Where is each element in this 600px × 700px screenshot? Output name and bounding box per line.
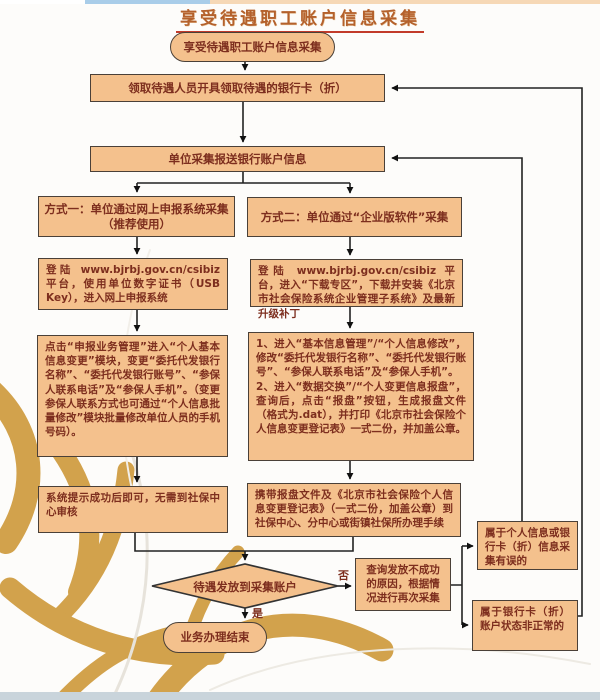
no-review-text: 系统提示成功后即可，无需到社保中心审核 [46, 492, 220, 519]
error-info-text: 属于个人信息或银行卡（折）信息采集有误的 [485, 527, 570, 568]
payment-success-decision: 待遇发放到采集账户 [193, 580, 297, 594]
unit-report-step: 单位采集报送银行账户信息 [90, 146, 385, 172]
error-card-status-text: 属于银行卡（折）账户状态非正常的 [480, 606, 570, 633]
flow-connectors [133, 62, 583, 629]
collect-bankcard-label: 领取待遇人员开具领取待遇的银行卡（折） [128, 80, 347, 95]
start-label: 享受待遇职工账户信息采集 [183, 39, 322, 54]
no-review-box: 系统提示成功后即可，无需到社保中心审核 [38, 486, 228, 533]
decision-diamond-shape [151, 563, 339, 609]
error-card-status-box: 属于银行卡（折）账户状态非正常的 [472, 600, 578, 651]
login-online-text: 登陆 www.bjrbj.gov.cn/csibiz 平台，使用单位数字证书（U… [46, 264, 220, 305]
download-software-box: 登陆 www.bjrbj.gov.cn/csibiz 平台，进入“下载专区”，下… [250, 259, 463, 320]
page-title: 享受待遇职工账户信息采集 [176, 4, 424, 33]
end-label: 业务办理结束 [180, 630, 250, 645]
start-terminator: 享受待遇职工账户信息采集 [170, 32, 335, 62]
online-change-detail-text: 点击“申报业务管理”进入“个人基本信息变更”模块，变更“委托代发银行名称”、“委… [45, 341, 220, 439]
collect-bankcard-step: 领取待遇人员开具领取待遇的银行卡（折） [90, 74, 385, 102]
method1-line1: 方式一：单位通过网上申报系统采集 [44, 202, 229, 217]
error-info-box: 属于个人信息或银行卡（折）信息采集有误的 [477, 521, 578, 570]
query-failure-text: 查询发放不成功的原因，根据情况进行再次采集 [366, 564, 440, 605]
download-software-text: 登陆 www.bjrbj.gov.cn/csibiz 平台，进入“下载专区”，下… [258, 265, 455, 320]
unit-report-label: 单位采集报送银行账户信息 [168, 151, 307, 166]
software-change-item1: 1、进入“基本信息管理”/“个人信息修改”，修改“委托代发银行名称”、“委托代发… [256, 338, 466, 379]
software-change-item2: 2、进入“数据交换”/“个人变更信息报盘”，查询后，点击“报盘”按钮，生成报盘文… [256, 380, 466, 436]
submit-materials-text: 携带报盘文件及《北京市社会保险个人信息变更登记表》（一式二份，加盖公章）到社保中… [255, 489, 453, 530]
method2-box: 方式二：单位通过“企业版软件”采集 [247, 197, 462, 237]
submit-materials-box: 携带报盘文件及《北京市社会保险个人信息变更登记表》（一式二份，加盖公章）到社保中… [247, 483, 461, 537]
software-change-detail-box: 1、进入“基本信息管理”/“个人信息修改”，修改“委托代发银行名称”、“委托代发… [248, 332, 474, 461]
end-terminator: 业务办理结束 [163, 622, 267, 653]
query-failure-box: 查询发放不成功的原因，根据情况进行再次采集 [355, 558, 451, 611]
bottom-strip [0, 692, 600, 700]
method2-label: 方式二：单位通过“企业版软件”采集 [260, 209, 449, 224]
top-strip-blue [85, 0, 210, 4]
no-label: 否 [338, 569, 349, 582]
login-online-box: 登陆 www.bjrbj.gov.cn/csibiz 平台，使用单位数字证书（U… [38, 258, 228, 310]
top-strip-peach [210, 0, 600, 4]
method1-line2: （推荐使用） [102, 216, 171, 231]
online-change-detail-box: 点击“申报业务管理”进入“个人基本信息变更”模块，变更“委托代发银行名称”、“委… [37, 335, 228, 457]
yes-label: 是 [252, 607, 263, 620]
method1-box: 方式一：单位通过网上申报系统采集 （推荐使用） [38, 196, 235, 237]
top-strip-white [0, 0, 85, 4]
